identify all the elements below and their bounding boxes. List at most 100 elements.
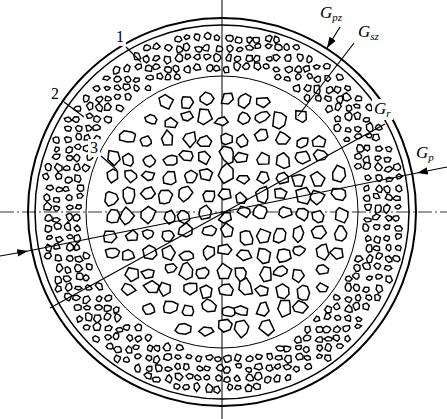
grain: [64, 222, 70, 230]
grain: [124, 64, 130, 71]
grain: [374, 263, 381, 269]
leader-line: [101, 156, 117, 170]
grain: [313, 65, 320, 69]
grain: [278, 300, 290, 317]
grain: [364, 145, 370, 151]
grain: [276, 153, 289, 169]
grain: [200, 92, 214, 105]
grain: [266, 35, 273, 42]
grain: [221, 93, 233, 104]
grain: [196, 267, 209, 278]
grain: [296, 74, 301, 80]
grain: [246, 368, 252, 373]
grain: [114, 347, 121, 353]
grain: [234, 306, 248, 315]
grain: [185, 170, 198, 183]
grain: [273, 67, 280, 72]
grain: [64, 137, 71, 143]
grain: [73, 295, 81, 300]
grain: [345, 297, 352, 303]
grain: [357, 145, 364, 152]
grain: [153, 43, 160, 49]
grain: [184, 43, 190, 51]
grain: [255, 129, 268, 141]
grain: [93, 336, 100, 342]
grain: [199, 151, 211, 164]
grain: [224, 377, 231, 383]
grain: [354, 104, 360, 108]
grain: [104, 313, 111, 321]
grain: [163, 155, 177, 165]
grain: [395, 226, 402, 231]
grain: [217, 263, 232, 278]
vertical-axis: [222, 0, 223, 419]
grain: [159, 282, 171, 296]
grain: [295, 151, 310, 164]
grain: [184, 283, 197, 294]
grain: [219, 284, 234, 295]
grain: [315, 95, 321, 101]
grain: [125, 76, 131, 82]
grain: [356, 317, 362, 322]
grain: [181, 111, 193, 120]
grain: [386, 146, 392, 151]
grain: [72, 117, 79, 122]
grain: [257, 98, 271, 108]
grain: [143, 155, 156, 167]
grain: [335, 102, 341, 110]
grain: [47, 236, 53, 240]
grain: [105, 96, 111, 101]
grain: [133, 345, 139, 349]
grain: [175, 54, 183, 62]
grain: [104, 231, 117, 243]
grain: [75, 175, 81, 183]
grain: [174, 384, 180, 390]
grain: [226, 54, 231, 61]
grain: [265, 376, 271, 383]
grain: [203, 191, 215, 201]
grain: [336, 344, 343, 348]
grain: [284, 44, 289, 51]
grain: [307, 73, 313, 79]
grain: [294, 336, 301, 343]
grain: [316, 265, 329, 275]
grain: [292, 174, 305, 186]
grain: [55, 173, 61, 180]
grain: [107, 169, 117, 183]
grain: [184, 66, 190, 73]
grain: [193, 64, 200, 70]
grain: [44, 194, 50, 201]
grain: [200, 285, 212, 298]
grain: [353, 273, 359, 279]
grain: [198, 109, 212, 125]
grain: [46, 185, 53, 190]
grain: [63, 187, 69, 192]
grain: [246, 356, 253, 362]
grain: [74, 244, 79, 251]
grain: [363, 224, 369, 231]
grain: [374, 194, 380, 199]
grain: [219, 146, 233, 164]
grain: [345, 305, 352, 312]
grain: [238, 94, 250, 109]
grain: [144, 45, 151, 51]
grain: [242, 63, 249, 69]
grain: [365, 204, 372, 210]
grain: [125, 93, 131, 100]
grain: [165, 264, 177, 273]
grain: [275, 44, 282, 51]
grain: [204, 366, 210, 371]
grain: [335, 226, 347, 241]
grain: [385, 194, 392, 200]
grain: [345, 315, 351, 321]
grain: [257, 229, 271, 243]
grain: [215, 117, 229, 126]
grain: [285, 55, 292, 61]
grain: [63, 166, 70, 171]
grain: [238, 112, 250, 124]
force-line: [50, 124, 385, 308]
grain: [375, 163, 383, 171]
grain: [375, 294, 381, 300]
grain: [65, 126, 72, 131]
